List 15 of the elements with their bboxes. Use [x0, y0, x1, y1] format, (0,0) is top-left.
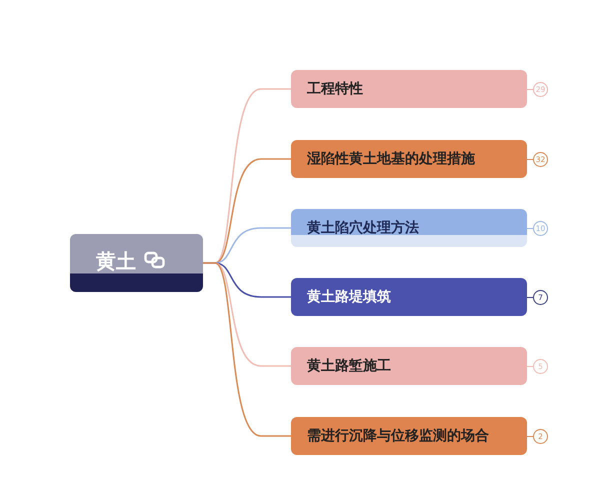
topic-box — [291, 278, 527, 316]
topic-box — [291, 209, 527, 247]
topic-box — [291, 417, 527, 455]
branch-line — [203, 262, 291, 437]
topic-label: 工程特性 — [307, 80, 363, 98]
topic-label: 黄土陷穴处理方法 — [307, 219, 419, 237]
topic-box — [291, 347, 527, 385]
topic-label: 黄土路堑施工 — [307, 357, 391, 375]
topic-label: 黄土 — [96, 248, 136, 275]
topic-label: 黄土路堤填筑 — [307, 288, 391, 306]
topic-box — [291, 140, 527, 178]
root-topic-box — [70, 234, 203, 292]
topic-label: 湿陷性黄土地基的处理措施 — [307, 150, 475, 168]
topic-box — [291, 70, 527, 108]
topic-label: 需进行沉降与位移监测的场合 — [307, 427, 489, 445]
